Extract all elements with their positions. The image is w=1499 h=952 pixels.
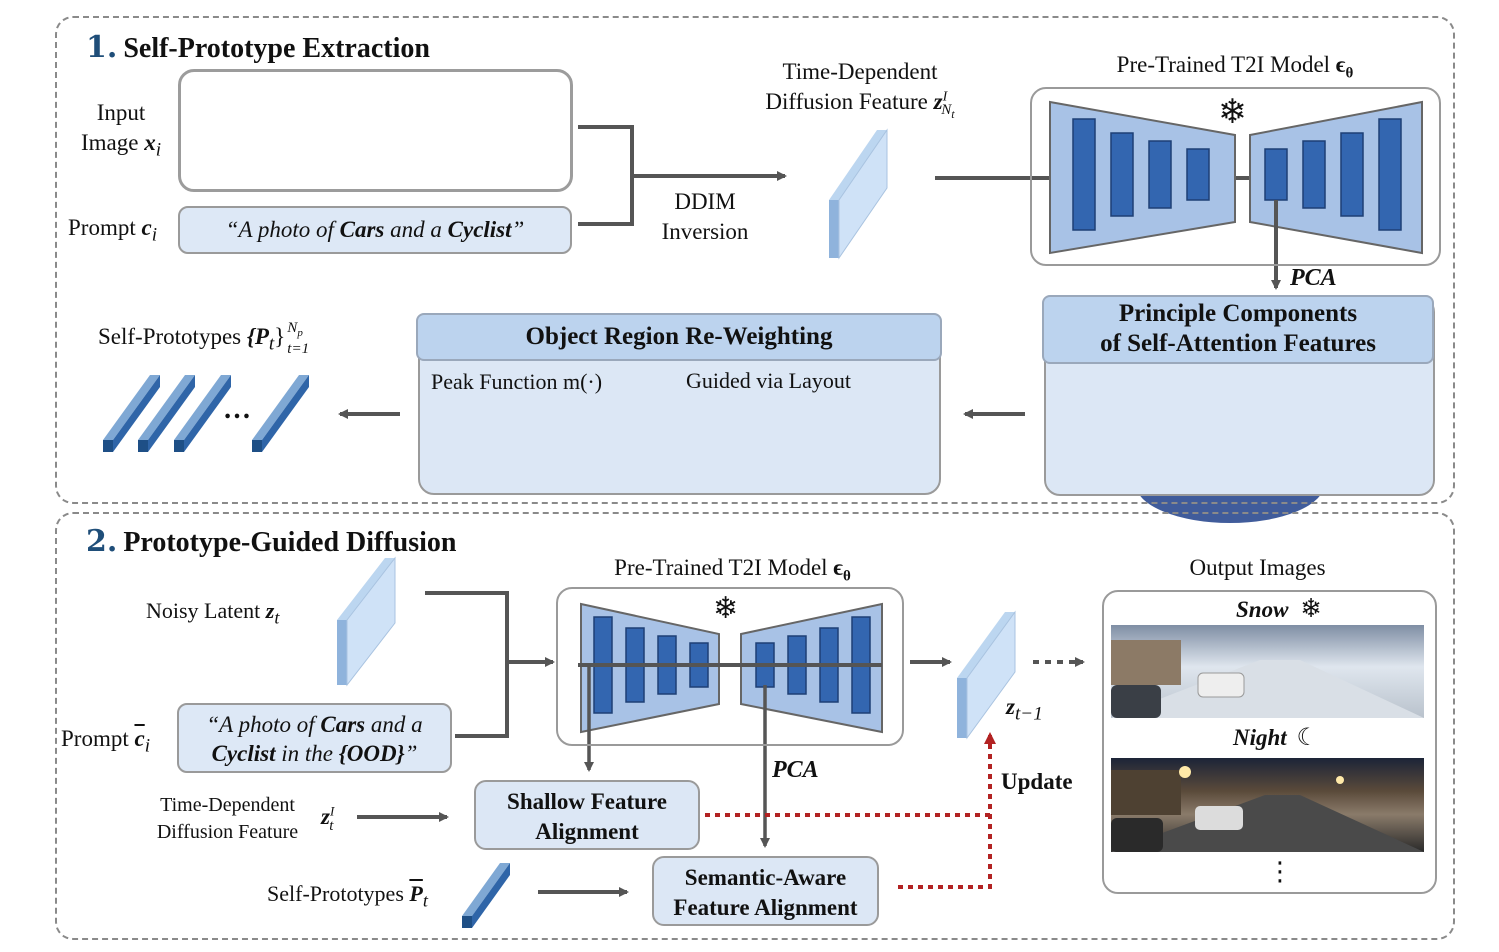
output-images-panel <box>1102 590 1437 894</box>
feature-2-var: zIt <box>321 803 335 834</box>
section-1-title: 1.Self-Prototype Extraction <box>86 30 430 65</box>
pca-2-label: PCA <box>772 757 819 783</box>
input-image-frame <box>178 69 573 192</box>
model-2-title: Pre-Trained T2I Model ϵθ <box>614 555 851 585</box>
prompt-1-box: “A photo of Cars and a Cyclist” <box>178 206 572 254</box>
shallow-alignment-box: Shallow Feature Alignment <box>474 780 700 850</box>
section-2-title: 2.Prototype-Guided Diffusion <box>86 524 457 559</box>
pca-1-label: PCA <box>1290 265 1337 291</box>
unet-model-1 <box>1049 100 1423 255</box>
self-prototypes-2-label: Self-Prototypes Pt <box>267 881 428 911</box>
model-1-title: Pre-Trained T2I Model ϵθ <box>1116 52 1354 82</box>
prompt-2-box: “A photo of Cars and a Cyclist in the {O… <box>177 703 452 773</box>
night-output-image <box>1111 758 1424 852</box>
ddim-inversion-label: DDIM Inversion <box>661 189 749 244</box>
section-2-panel <box>55 512 1455 940</box>
night-label: Night ☾ <box>1233 723 1318 751</box>
feature-1-label: Time-Dependent Diffusion Feature zINt <box>765 59 955 122</box>
peak-function-label: Peak Function m(·) <box>431 369 603 394</box>
section-1-number: 1. <box>86 30 118 65</box>
noisy-latent-label: Noisy Latent zt <box>146 598 280 628</box>
model-2-frame <box>556 587 904 746</box>
snowflake-icon: ❄ <box>1300 594 1322 624</box>
snowflake-icon: ❄ <box>1218 92 1247 132</box>
semantic-alignment-box: Semantic-Aware Feature Alignment <box>652 856 879 926</box>
z-t-minus-1-label: zt−1 <box>1006 694 1043 725</box>
input-image-label: Input Image xi <box>80 100 162 161</box>
prototype-bars <box>103 375 309 452</box>
output-images-title: Output Images <box>1189 555 1326 580</box>
moon-icon: ☾ <box>1296 723 1318 751</box>
unet-model-2 <box>580 602 883 734</box>
prototype-ellipsis: … <box>223 394 251 425</box>
more-outputs-ellipsis: ⋮ <box>1267 857 1293 887</box>
guided-layout-label: Guided via Layout <box>686 368 851 393</box>
section-2-number: 2. <box>86 524 118 559</box>
section-1-panel <box>55 16 1455 504</box>
pc-header: Principle Components of Self-Attention F… <box>1042 295 1434 364</box>
prompt-2-label: Prompt ci <box>61 726 151 757</box>
snow-output-image <box>1111 625 1424 718</box>
prompt-1-label: Prompt ci <box>68 215 158 246</box>
update-label: Update <box>1001 769 1073 794</box>
reweighting-header: Object Region Re-Weighting <box>416 313 942 361</box>
snowflake-icon: ❄ <box>713 591 739 626</box>
feature-2-label: Time-Dependent Diffusion Feature <box>156 794 299 843</box>
snow-label: Snow ❄ <box>1236 594 1322 624</box>
model-1-frame <box>1030 87 1441 266</box>
